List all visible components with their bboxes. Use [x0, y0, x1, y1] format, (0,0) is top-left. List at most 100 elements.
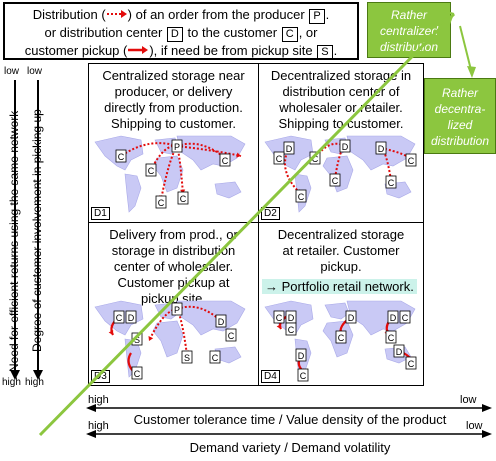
svg-text:S: S	[184, 353, 190, 363]
svg-text:D: D	[390, 313, 397, 323]
bottom-axis2-low: low	[466, 420, 483, 432]
inner-axis-label: Degree of customer involvement in pickin…	[30, 109, 44, 352]
svg-text:C: C	[332, 176, 339, 186]
svg-text:C: C	[402, 313, 409, 323]
svg-text:C: C	[408, 359, 415, 369]
svg-text:C: C	[212, 353, 219, 363]
map-symbol-D: D	[283, 141, 295, 155]
svg-text:C: C	[134, 369, 141, 379]
quadrant-d3: Delivery from prod., or storage in distr…	[88, 222, 259, 386]
svg-text:C: C	[228, 331, 235, 341]
quadrant-d4: Decentralized storage at retailer. Custo…	[258, 222, 424, 386]
svg-text:C: C	[312, 154, 319, 164]
svg-text:C: C	[408, 156, 415, 166]
svg-text:D: D	[298, 351, 305, 361]
bottom-axis1-low: low	[460, 394, 477, 406]
map-symbol-D: D	[295, 348, 307, 362]
map-symbol-C: C	[285, 322, 297, 336]
map-symbol-C: C	[405, 356, 417, 370]
map-symbol-C: C	[219, 153, 231, 167]
map-symbol-C: C	[113, 310, 125, 324]
map-symbol-C: C	[155, 195, 167, 209]
svg-text:D: D	[348, 313, 355, 323]
svg-text:D: D	[286, 144, 293, 154]
map-symbol-C: C	[405, 153, 417, 167]
quadrant-d2-text: Decentralized storage in distribution ce…	[270, 68, 412, 131]
map-symbol-C: C	[273, 151, 285, 165]
map-symbol-P: P	[171, 139, 183, 153]
svg-text:C: C	[338, 333, 345, 343]
svg-text:C: C	[276, 313, 283, 323]
world-map-d1: P C C C C C	[94, 135, 246, 213]
quadrant-d4-text: Decentralized storage at retailer. Custo…	[259, 227, 423, 275]
map-symbol-C: C	[225, 328, 237, 342]
outer-axis-low: low	[4, 66, 20, 77]
map-landmass	[124, 173, 142, 213]
svg-text:C: C	[288, 325, 295, 335]
quadrant-d4-highlight: → Portfolio retail network.	[262, 279, 417, 295]
map-landmass	[152, 155, 184, 193]
quadrant-d1-id: D1	[91, 207, 110, 220]
quadrant-d1-text: Centralized storage near producer, or de…	[102, 68, 245, 131]
quadrant-d3-id: D3	[91, 370, 110, 383]
svg-text:C: C	[300, 371, 307, 381]
svg-text:P: P	[174, 305, 180, 315]
map-symbol-C: C	[297, 368, 309, 382]
inner-axis-low: low	[27, 66, 43, 77]
bottom-axis2-high: high	[88, 420, 109, 432]
map-symbol-D: D	[387, 310, 399, 324]
svg-text:C: C	[298, 192, 305, 202]
svg-text:S: S	[134, 335, 140, 345]
svg-text:C: C	[388, 333, 395, 343]
map-symbol-D: D	[125, 310, 137, 324]
map-landmass	[324, 302, 350, 320]
map-symbol-C: C	[309, 151, 321, 165]
inner-axis-arrowhead	[33, 370, 43, 380]
quadrant-d2-id: D2	[261, 207, 280, 220]
map-symbol-D: D	[285, 310, 297, 324]
svg-text:C: C	[180, 194, 187, 204]
map-symbol-C: C	[145, 163, 157, 177]
map-symbol-D: D	[393, 344, 405, 358]
outer-axis-arrowhead	[10, 370, 20, 380]
svg-text:D: D	[342, 142, 349, 152]
bottom-axis1-label: Customer tolerance time / Value density …	[133, 412, 447, 427]
svg-text:D: D	[396, 347, 403, 357]
svg-text:C: C	[148, 166, 155, 176]
map-landmass	[152, 320, 184, 358]
map-symbol-C: C	[329, 173, 341, 187]
svg-text:C: C	[388, 178, 395, 188]
bottom-axis1-high: high	[88, 394, 109, 406]
map-symbol-C: C	[385, 175, 397, 189]
map-symbol-C: C	[385, 330, 397, 344]
map-symbol-S: S	[131, 332, 143, 346]
map-symbol-D: D	[345, 310, 357, 324]
quadrant-d4-id: D4	[261, 370, 280, 383]
svg-text:P: P	[174, 142, 180, 152]
svg-text:D: D	[288, 313, 295, 323]
map-symbol-P: P	[171, 302, 183, 316]
inner-axis-high: high	[25, 377, 44, 388]
map-landmass	[176, 135, 246, 171]
quadrant-d1: Centralized storage near producer, or de…	[88, 63, 259, 223]
bottom-axis2-label: Demand variety / Demand volatility	[189, 440, 391, 455]
svg-text:C: C	[276, 154, 283, 164]
map-symbol-C: C	[273, 310, 285, 324]
svg-text:D: D	[218, 317, 225, 327]
outer-axis-label: Need for efficient returns using the sam…	[7, 110, 21, 372]
map-symbol-C: C	[399, 310, 411, 324]
map-symbol-D: D	[375, 141, 387, 155]
map-symbol-D: D	[215, 314, 227, 328]
quadrant-d4-description: Decentralized storage at retailer. Custo…	[277, 227, 405, 274]
map-landmass	[214, 181, 242, 199]
outer-axis-high: high	[2, 377, 21, 388]
map-symbol-C: C	[177, 191, 189, 205]
svg-text:C: C	[158, 198, 165, 208]
svg-text:D: D	[128, 313, 135, 323]
map-symbol-C: C	[131, 366, 143, 380]
svg-text:C: C	[118, 152, 125, 162]
map-symbol-S: S	[181, 350, 193, 364]
